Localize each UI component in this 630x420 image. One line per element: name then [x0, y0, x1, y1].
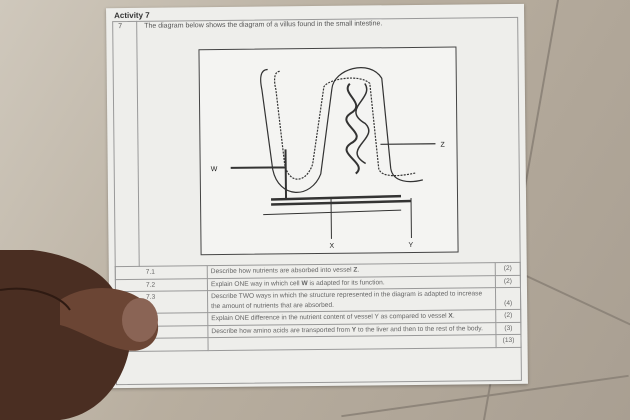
question-number: 7 [118, 23, 123, 31]
hand-holding-paper [0, 250, 159, 420]
question-marks: (2) [495, 309, 521, 323]
label-x: X [329, 243, 334, 250]
number-column [112, 20, 140, 268]
label-y: Y [408, 242, 413, 249]
question-marks: (3) [495, 321, 521, 335]
question-marks: (2) [495, 262, 521, 276]
total-marks: (13) [495, 334, 522, 348]
label-w: W [211, 166, 218, 173]
question-marks: (2) [495, 274, 521, 288]
worksheet-paper: Activity 7 7 The diagram below shows the… [106, 3, 528, 389]
label-z: Z [440, 142, 445, 149]
villus-diagram: W Z X Y [198, 46, 459, 256]
activity-heading: Activity 7 [114, 10, 150, 21]
question-text: Describe TWO ways in which the structure… [207, 287, 496, 313]
question-marks: (4) [495, 287, 521, 310]
